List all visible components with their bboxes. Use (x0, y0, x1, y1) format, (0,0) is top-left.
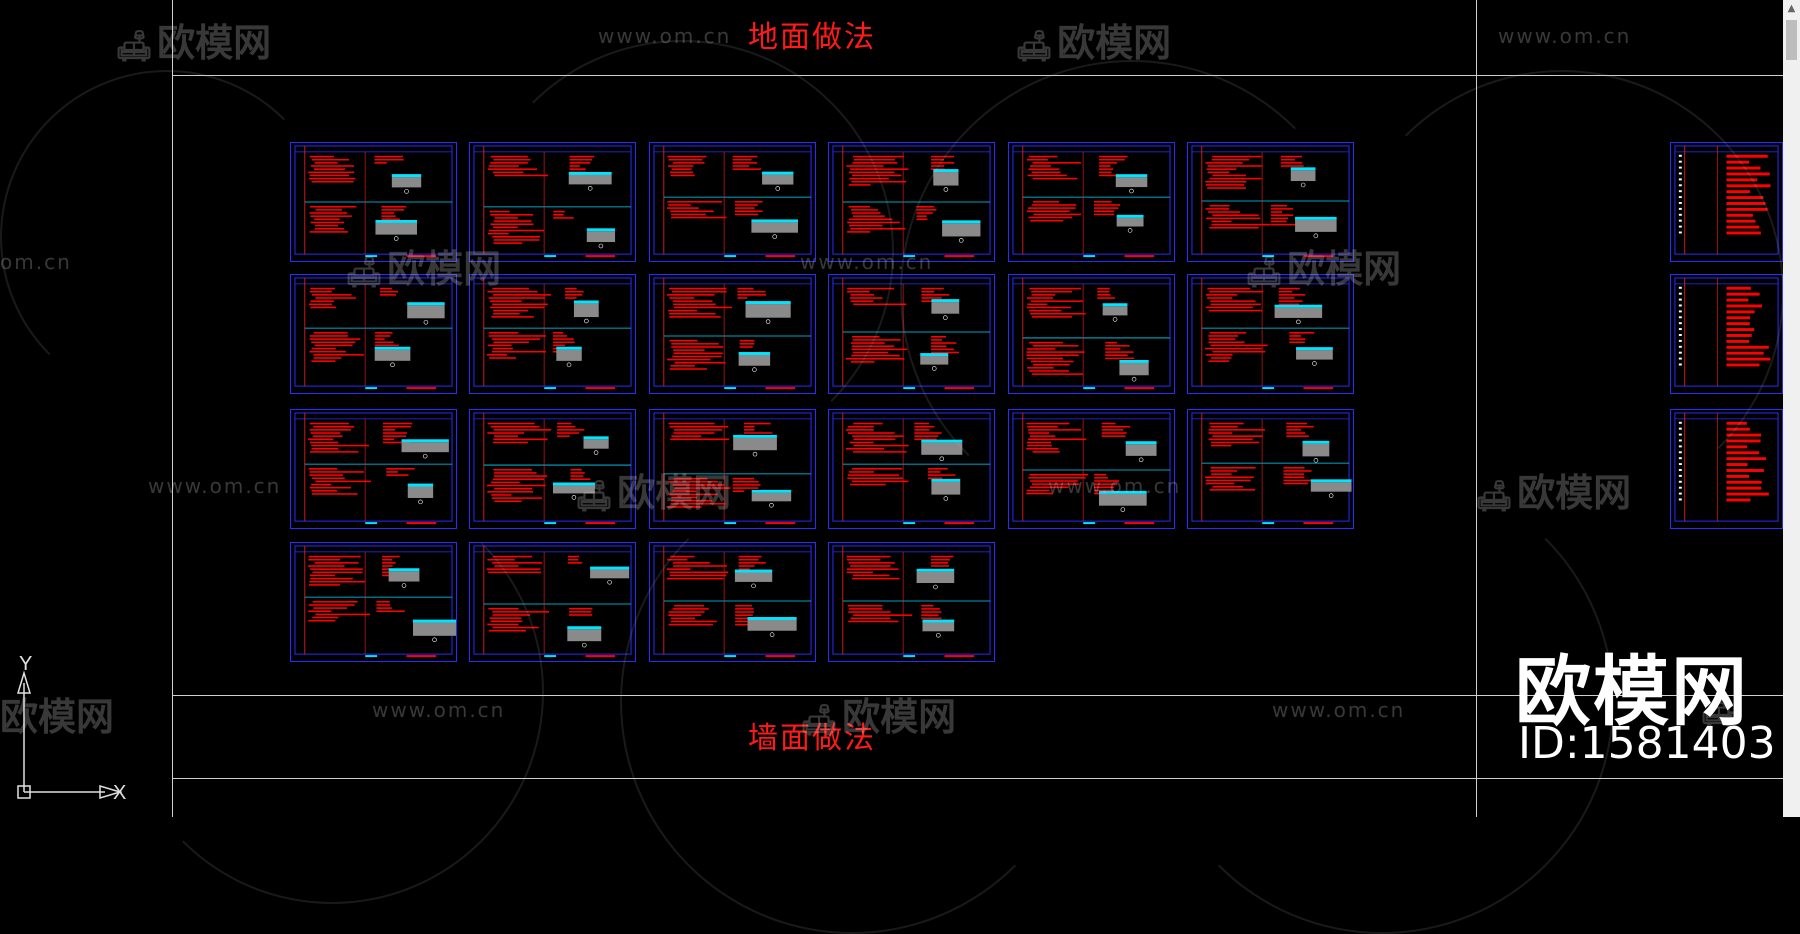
drawing-sheet (828, 274, 995, 394)
side-drawing-sheet (1670, 409, 1783, 529)
watermark-url: www.om.cn (1272, 698, 1406, 722)
frame-line-top (172, 75, 1783, 76)
drawing-sheet (290, 542, 457, 662)
sofa-icon: 🛋 (115, 29, 154, 64)
frame-line-left (172, 0, 173, 817)
drawing-sheet (828, 542, 995, 662)
drawing-sheet (290, 274, 457, 394)
drawing-sheet (649, 142, 816, 262)
drawing-sheet (469, 542, 636, 662)
drawing-sheet (1008, 142, 1175, 262)
frame-line-middle (1476, 0, 1477, 817)
drawing-sheet (828, 409, 995, 529)
watermark-url: om.cn (0, 250, 72, 274)
drawing-sheet (1008, 409, 1175, 529)
ucs-x-label: X (113, 782, 126, 804)
drawing-sheet (828, 142, 995, 262)
sofa-icon: 🛋 (1475, 479, 1514, 514)
drawing-sheet (469, 409, 636, 529)
watermark-url: www.om.cn (148, 474, 282, 498)
scrollbar-thumb[interactable] (1786, 20, 1797, 60)
drawing-sheet (1008, 274, 1175, 394)
frame-line-wall-top (172, 695, 1783, 696)
watermark-logo-text: 欧模网 (1517, 471, 1632, 515)
brand-id: ID:1581403 (1518, 718, 1776, 769)
brand-logo: 欧模网 (1515, 647, 1749, 736)
drawing-sheet (290, 142, 457, 262)
scroll-up-arrow-icon[interactable]: ▲ (1787, 3, 1796, 14)
sofa-icon: 🛋 (1015, 29, 1054, 64)
side-drawing-sheet (1670, 274, 1783, 394)
drawing-sheet (469, 274, 636, 394)
watermark-logo: 🛋欧模网 (1475, 462, 1631, 517)
watermark-logo: 🛋欧模网 (115, 12, 271, 67)
watermark-logo: 🛋欧模网 (1015, 12, 1171, 67)
ucs-icon: Y X (16, 655, 126, 804)
watermark-logo-text: 欧模网 (157, 21, 272, 65)
watermark-url: www.om.cn (598, 24, 732, 48)
watermark-url: www.om.cn (372, 698, 506, 722)
frame-line-bottom (172, 778, 1783, 779)
watermark-arc (620, 470, 1084, 934)
drawing-sheet (1187, 409, 1354, 529)
ucs-y-label: Y (19, 655, 32, 675)
drawing-sheet (290, 409, 457, 529)
drawing-sheet (469, 142, 636, 262)
wall-section-title: 墙面做法 (748, 721, 876, 756)
drawing-sheet (649, 409, 816, 529)
drawing-sheet (649, 274, 816, 394)
watermark-url: www.om.cn (1498, 24, 1632, 48)
floor-section-title: 地面做法 (748, 20, 876, 55)
vertical-scrollbar[interactable]: ▲ (1783, 0, 1800, 817)
watermark-logo-text: 欧模网 (1057, 21, 1172, 65)
side-drawing-sheet (1670, 142, 1783, 262)
drawing-sheet (1187, 142, 1354, 262)
drawing-sheet (1187, 274, 1354, 394)
watermark-arc (0, 70, 334, 404)
drawing-sheet (649, 542, 816, 662)
